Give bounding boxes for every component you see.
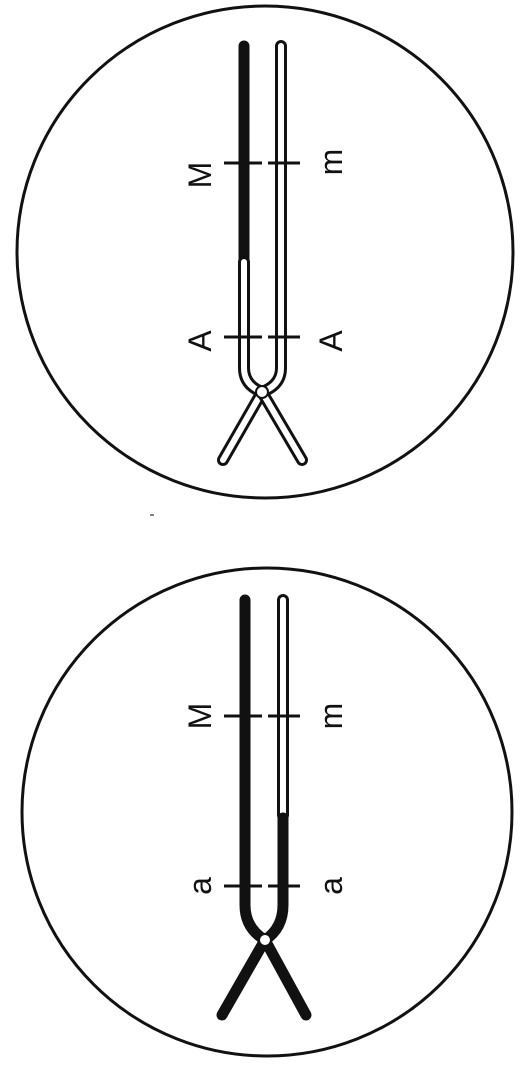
centromere <box>256 386 268 398</box>
centromere <box>259 934 271 946</box>
chromatid-right <box>265 600 306 1015</box>
label-bottom-right-upper: m <box>313 703 349 730</box>
label-top-right-lower: A <box>313 330 349 352</box>
chromatid-right-fill <box>262 46 302 460</box>
chromatid-left-dark <box>222 600 265 1015</box>
label-bottom-left-lower: a <box>182 877 218 895</box>
chromatid-right <box>262 46 302 460</box>
label-top-left-upper: M <box>182 162 218 189</box>
cell-membrane <box>17 6 513 498</box>
cell-membrane <box>22 568 512 1056</box>
label-bottom-left-upper: M <box>182 703 218 730</box>
chromatid-left-light-segment-fill <box>223 262 262 460</box>
chromatid-left <box>222 600 265 1015</box>
chromatid-left <box>223 46 262 460</box>
label-bottom-right-lower: a <box>313 877 349 895</box>
bottom-cell: M a m a <box>22 568 512 1056</box>
label-top-left-lower: A <box>182 330 218 352</box>
top-cell: M A m A <box>17 6 513 498</box>
label-top-right-upper: m <box>313 149 349 176</box>
chromatid-right-dark <box>265 818 306 1015</box>
